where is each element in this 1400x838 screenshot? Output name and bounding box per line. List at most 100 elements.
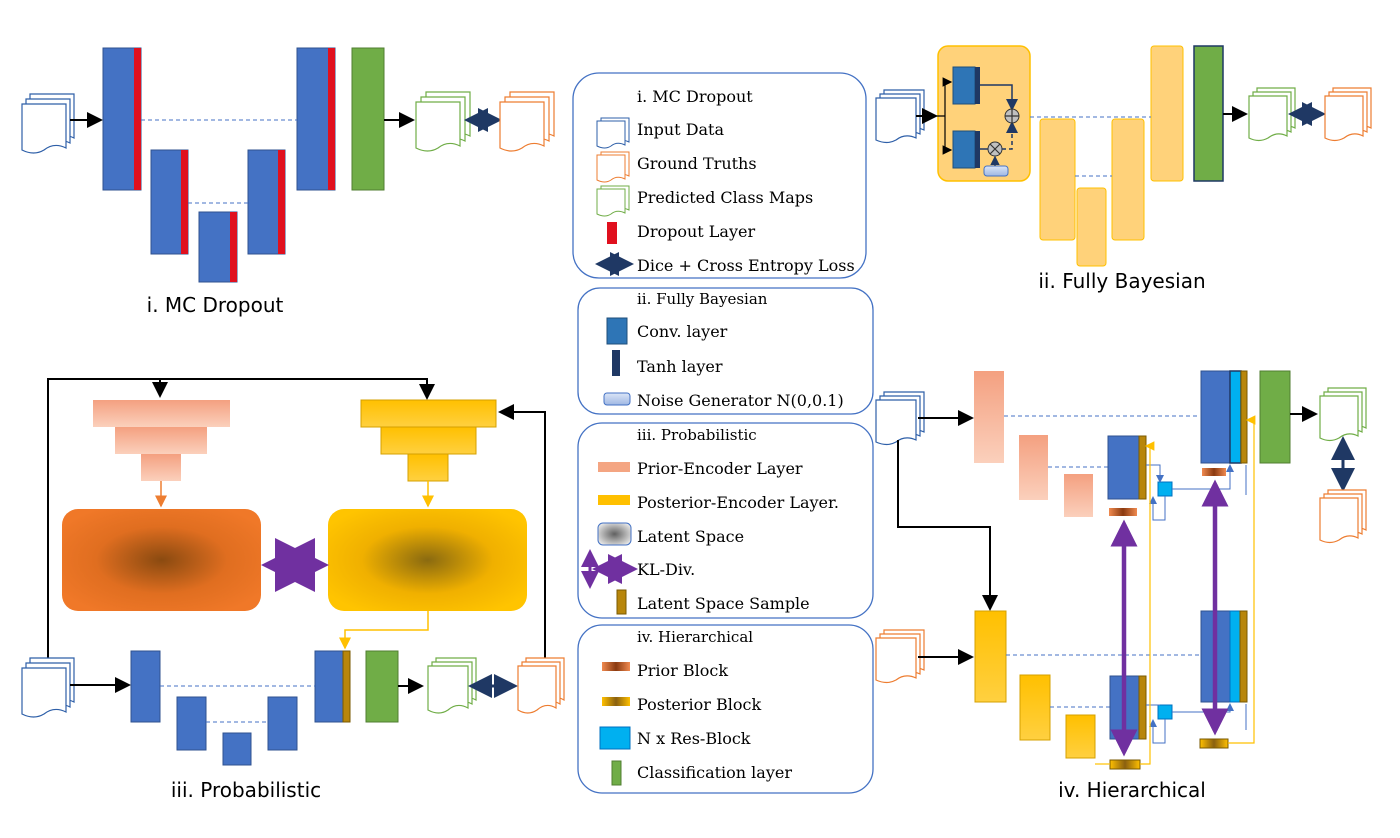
tanh-layer-icon <box>612 350 620 376</box>
legend-probabilistic: iii. Probabilistic Prior-Encoder Layer P… <box>577 422 874 619</box>
classification-layer <box>1259 370 1291 464</box>
latent-space-sample <box>1240 370 1248 464</box>
latent-space-sample-icon <box>616 589 627 615</box>
legend-item: Dice + Cross Entropy Loss <box>637 256 855 275</box>
panel-probabilistic: iii. Probabilistic <box>21 378 565 802</box>
sum-arrow <box>980 84 1018 111</box>
bayesian-layer <box>1076 187 1107 267</box>
res-to-decoder-arrow <box>1172 703 1234 713</box>
dropout-layer <box>134 48 141 190</box>
dropout-layer-icon <box>607 222 617 244</box>
legend-item: Latent Space <box>637 527 744 546</box>
res-loop-arrow <box>1149 496 1166 521</box>
res-block <box>1229 370 1242 464</box>
legend-item: Predicted Class Maps <box>637 188 813 207</box>
posterior-block-icon <box>602 697 630 706</box>
conv-block <box>130 650 161 723</box>
prior-block <box>1109 508 1137 516</box>
input-data-icon <box>21 657 75 718</box>
feedback-path-input <box>47 378 435 663</box>
ground-truth-icon <box>1319 489 1367 544</box>
bayesian-layer <box>1150 45 1184 182</box>
conv-block <box>1107 435 1140 500</box>
latent-space-icon <box>597 522 632 546</box>
predicted-class-map-icon <box>1319 387 1367 442</box>
latent-sample-arrow <box>339 611 429 650</box>
panel-title-probabilistic: iii. Probabilistic <box>171 778 321 802</box>
legend-item: Latent Space Sample <box>637 594 810 613</box>
input-data-icon-layer <box>596 120 626 149</box>
ground-truth-icon-layer <box>596 154 626 183</box>
panel-title-mc-dropout: i. MC Dropout <box>147 293 284 317</box>
ground-truth-input-icon <box>875 629 925 684</box>
legend-item: Posterior Block <box>637 695 761 714</box>
legend-heading: i. MC Dropout <box>637 87 753 106</box>
prior-encoder-layer <box>1064 474 1093 517</box>
legend-item: Posterior-Encoder Layer. <box>637 493 839 512</box>
legend-item: N x Res-Block <box>637 729 751 748</box>
res-block <box>1157 704 1173 720</box>
legend-item: Prior-Encoder Layer <box>637 459 803 478</box>
posterior-sample-arrow <box>1228 415 1256 744</box>
dropout-layer <box>230 212 237 282</box>
legend-item: KL-Div. <box>637 560 695 579</box>
classification-layer <box>1193 45 1224 182</box>
panel-hierarchical: iv. Hierarchical <box>875 370 1367 802</box>
sum-op-glyph <box>1005 109 1019 123</box>
posterior-encoder-layer <box>380 426 477 455</box>
conv-layer <box>952 66 976 105</box>
input-data-icon <box>875 391 925 446</box>
noise-generator <box>983 165 1009 177</box>
bayesian-layer <box>1039 118 1076 241</box>
conv-block <box>222 732 252 766</box>
posterior-latent-space <box>328 509 527 611</box>
prior-encoder-layer <box>93 400 230 427</box>
dropout-layer <box>181 150 188 254</box>
predicted-class-map-icon <box>415 91 471 152</box>
panel-fully-bayesian: ii. Fully Bayesian <box>875 45 1372 293</box>
predicted-class-map-icon <box>1248 87 1296 142</box>
prior-encoder-layer <box>141 454 181 481</box>
panel-title-fully-bayesian: ii. Fully Bayesian <box>1038 269 1205 293</box>
posterior-block <box>1199 738 1229 749</box>
legend-hierarchical: iv. Hierarchical Prior Block Posterior B… <box>577 624 874 794</box>
ground-truth-icon <box>499 91 555 152</box>
input-data-icon <box>21 93 75 154</box>
conv-layer <box>952 130 976 169</box>
prior-encoder-layer <box>1019 435 1048 500</box>
posterior-encoder-layer <box>974 610 1007 703</box>
multiply-op-glyph <box>989 143 1001 155</box>
mult-to-sum-arrow <box>1002 121 1018 150</box>
panel-mc-dropout: i. MC Dropout <box>21 47 555 317</box>
latent-space-sample <box>1239 610 1248 703</box>
conv-block <box>176 696 207 751</box>
classification-layer <box>365 650 399 723</box>
legend-item: Prior Block <box>637 661 728 680</box>
res-block <box>1157 481 1173 497</box>
legend-item: Ground Truths <box>637 154 757 173</box>
input-to-posterior-arrow <box>897 440 998 611</box>
posterior-encoder-layer <box>407 453 449 482</box>
prior-block-icon <box>602 662 630 671</box>
panel-title-hierarchical: iv. Hierarchical <box>1058 778 1206 802</box>
prior-block <box>1202 468 1226 476</box>
legend-item: Noise Generator N(0,0.1) <box>637 391 844 410</box>
classification-layer <box>351 47 385 191</box>
legend-item: Conv. layer <box>637 322 728 341</box>
dropout-layer <box>278 150 285 254</box>
posterior-encoder-layer-icon <box>598 495 630 505</box>
latent-space-sample <box>1138 675 1147 740</box>
tanh-layer <box>975 131 980 168</box>
legend-box <box>577 287 874 415</box>
ground-truth-icon <box>517 657 565 714</box>
feedback-path-gt <box>498 404 546 660</box>
posterior-encoder-layer <box>1019 674 1051 741</box>
conv-block <box>1200 370 1231 464</box>
predicted-class-map-icon <box>427 657 477 714</box>
posterior-sample-arrow <box>1140 441 1155 765</box>
input-data-icon <box>875 89 925 144</box>
legend-item: Dropout Layer <box>637 222 755 241</box>
conv-block <box>314 650 345 723</box>
conv-to-res-arrow <box>1146 464 1164 483</box>
conv-layer-icon <box>606 317 628 345</box>
